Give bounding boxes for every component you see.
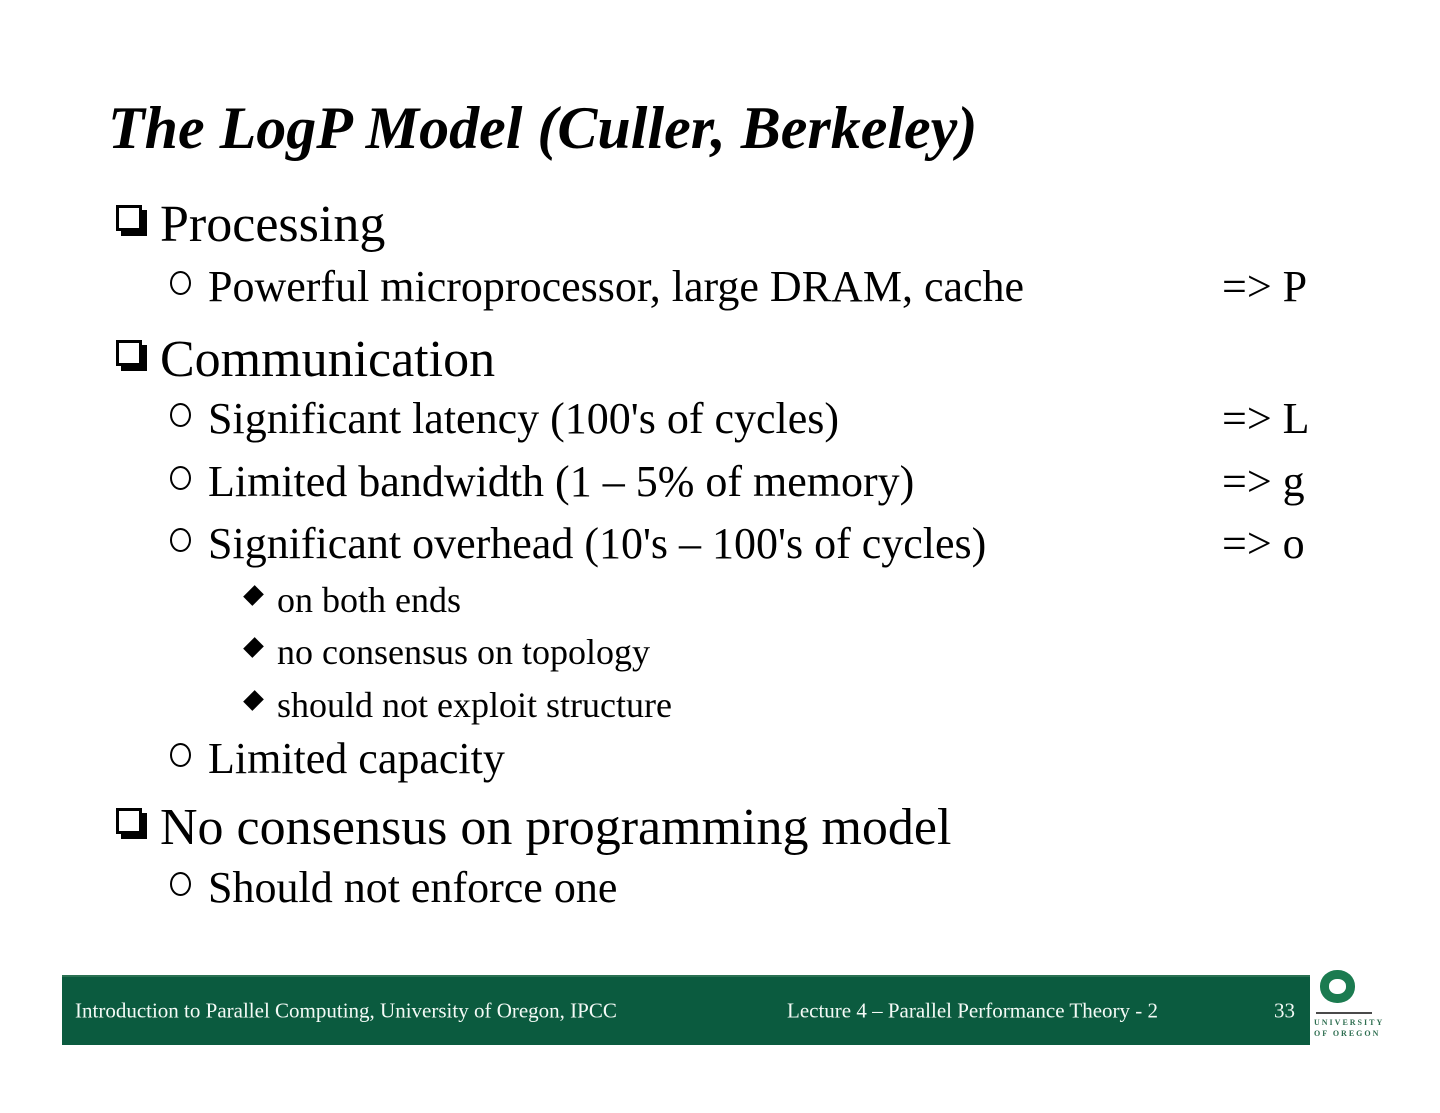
bullet-item-capacity: Limited capacity [170,734,505,783]
bullet-item-programming-model: No consensus on programming model [116,799,951,857]
logo-text-university: UNIVERSITY [1314,1018,1385,1027]
bullet-text: Processing [160,196,386,253]
logo-text-oregon: OF OREGON [1314,1029,1381,1038]
bullet-item-latency: Significant latency (100's of cycles) =>… [170,394,1310,443]
circle-bullet-icon [170,872,191,896]
bullet-item-topology: no consensus on topology [243,632,650,672]
bullet-item-bandwidth: Limited bandwidth (1 – 5% of memory) => … [170,457,1305,506]
footer-page-number: 33 [1274,998,1295,1023]
circle-bullet-icon [170,466,191,490]
square-bullet-icon [116,340,142,366]
parameter-note-g: => g [1222,457,1305,506]
bullet-item-structure: should not exploit structure [243,685,672,725]
parameter-note-l: => L [1222,394,1310,443]
slide-title: The LogP Model (Culler, Berkeley) [108,95,978,161]
parameter-note-o: => o [1222,519,1305,568]
uo-o-icon [1320,970,1355,1003]
square-bullet-icon [116,205,142,231]
bullet-item-both-ends: on both ends [243,580,461,620]
footer-course-title: Introduction to Parallel Computing, Univ… [75,998,617,1023]
bullet-item-communication: Communication [116,331,495,389]
circle-bullet-icon [170,528,191,552]
bullet-item-enforce: Should not enforce one [170,863,617,912]
circle-bullet-icon [170,743,191,767]
bullet-text: Communication [160,331,496,388]
square-bullet-icon [116,808,142,834]
circle-bullet-icon [170,403,191,427]
university-of-oregon-logo: UNIVERSITY OF OREGON [1314,970,1385,1038]
diamond-bullet-icon [243,690,264,711]
diamond-bullet-icon [243,637,264,658]
bullet-text: on both ends [277,580,461,620]
diamond-bullet-icon [243,585,264,606]
bullet-text: No consensus on programming model [160,799,952,856]
bullet-text: Limited bandwidth (1 – 5% of memory) [208,457,915,506]
bullet-text: Significant latency (100's of cycles) [208,394,840,443]
bullet-item-microprocessor: Powerful microprocessor, large DRAM, cac… [170,262,1307,311]
bullet-text: should not exploit structure [277,685,672,725]
bullet-text: Significant overhead (10's – 100's of cy… [208,519,987,568]
bullet-item-overhead: Significant overhead (10's – 100's of cy… [170,519,1305,568]
footer-bar: Introduction to Parallel Computing, Univ… [62,975,1310,1045]
bullet-text: Should not enforce one [208,863,618,912]
circle-bullet-icon [170,271,191,295]
parameter-note-p: => P [1222,262,1308,311]
logo-divider [1316,1012,1372,1014]
footer-lecture-title: Lecture 4 – Parallel Performance Theory … [787,998,1159,1023]
bullet-item-processing: Processing [116,196,385,254]
bullet-text: Limited capacity [208,734,505,783]
bullet-text: Powerful microprocessor, large DRAM, cac… [208,262,1025,311]
bullet-text: no consensus on topology [277,632,650,672]
